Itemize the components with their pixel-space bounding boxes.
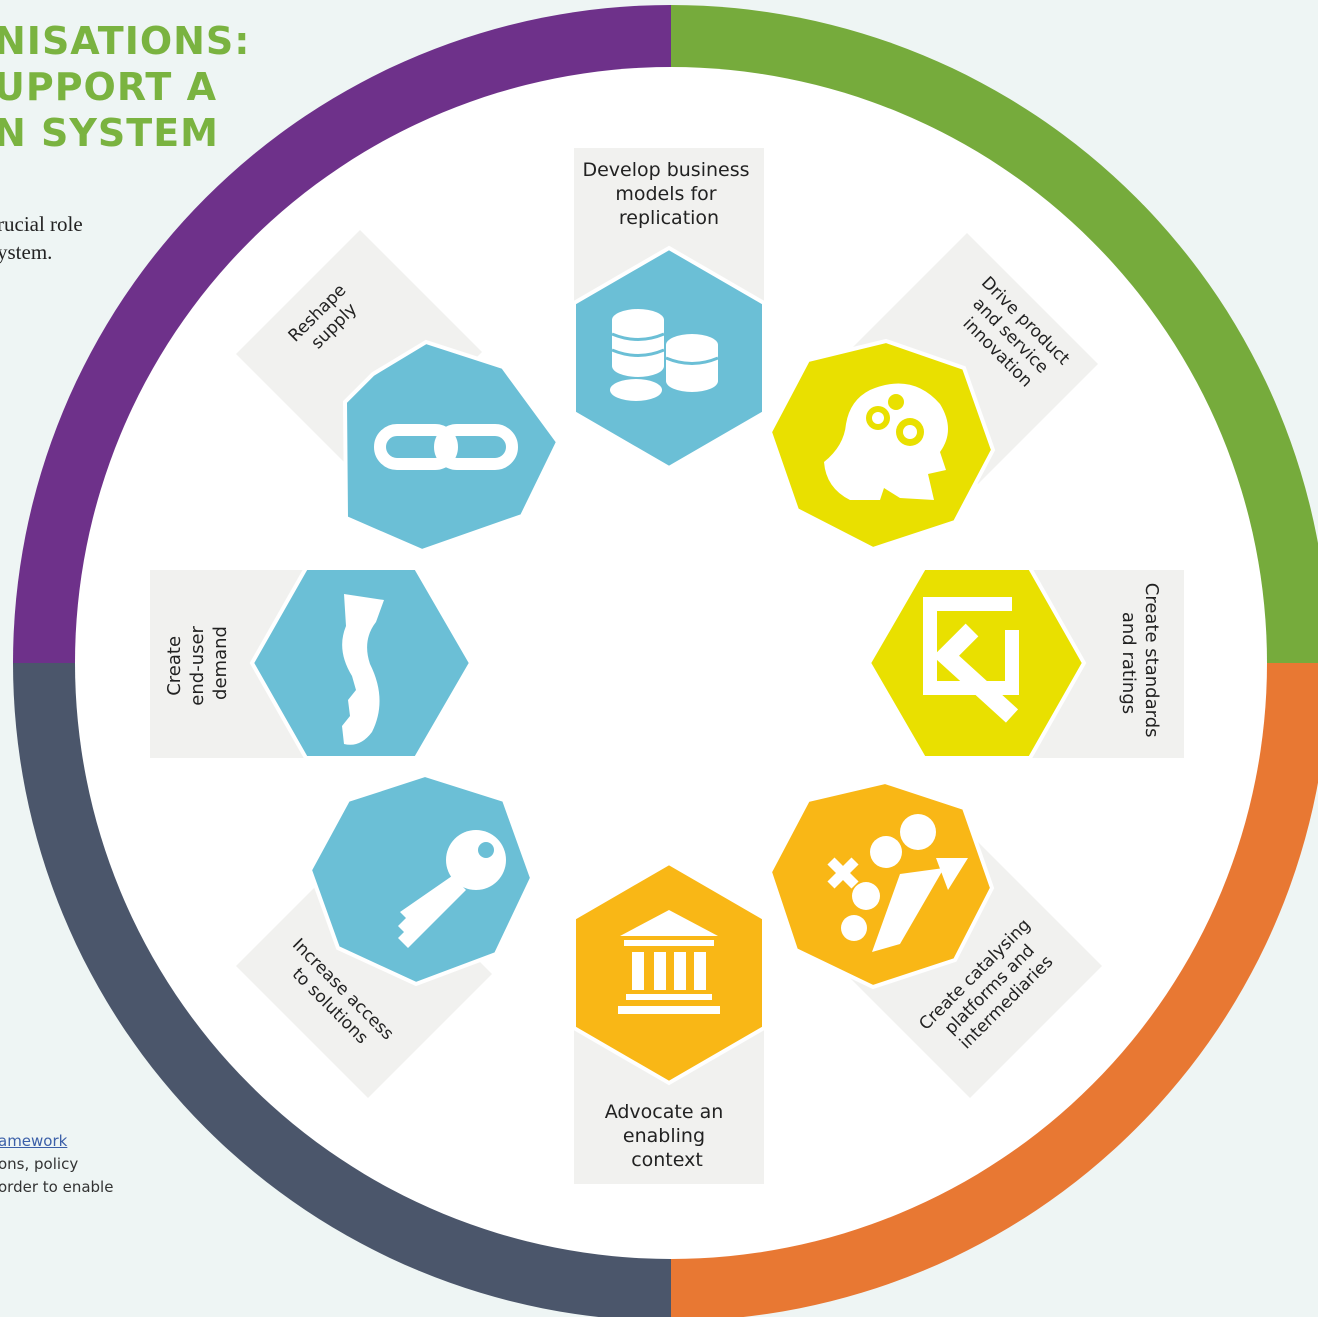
action-create-demand: Create end-user demand: [150, 566, 474, 760]
heading-line: UPPORT A: [0, 65, 217, 109]
people-network-icon: [827, 814, 968, 952]
hexagon: [307, 772, 535, 987]
action-label: Develop business models for replication: [582, 159, 755, 229]
hexagon: [866, 566, 1087, 760]
footnote-line: order to enable: [0, 1178, 114, 1196]
action-increase-access: Increase access to solutions: [236, 772, 535, 1098]
chain-link-icon: [374, 424, 518, 470]
action-advocate-context: Advocate an enabling context: [572, 860, 766, 1184]
label-tab: [236, 842, 492, 1098]
checkmark-frame-icon: [923, 597, 1019, 723]
action-create-platforms: Create catalysing platforms and intermed…: [767, 779, 1102, 1098]
action-develop-business-models: Develop business models for replication: [572, 148, 766, 471]
page-heading: NISATIONS: UPPORT A N SYSTEM: [0, 18, 251, 156]
government-building-icon: [618, 910, 720, 1014]
key-icon: [398, 830, 506, 948]
label-tab: [236, 230, 482, 476]
head-gears-icon: [824, 383, 948, 500]
action-label: Create end-user demand: [164, 620, 231, 705]
intro-line: ystem.: [0, 240, 53, 264]
action-create-standards: Create standards and ratings: [866, 566, 1184, 760]
coins-icon: [610, 309, 719, 401]
footnote: amework ons, policy order to enable: [0, 1130, 113, 1199]
action-drive-innovation: Drive product and service innovation: [767, 233, 1098, 552]
action-reshape-supply: Reshape supply: [236, 230, 561, 554]
hexagon: [767, 779, 995, 990]
intro-text: rucial role ystem.: [0, 210, 83, 266]
action-label: Advocate an enabling context: [605, 1101, 730, 1171]
label-tab: [847, 233, 1098, 484]
framework-link[interactable]: amework: [0, 1132, 68, 1150]
heading-line: N SYSTEM: [0, 111, 219, 155]
hand-icon: [342, 594, 384, 745]
label-tab: [846, 842, 1102, 1098]
footnote-line: ons, policy: [0, 1155, 79, 1173]
action-label: Create standards and ratings: [1118, 583, 1162, 743]
hexagon: [572, 860, 766, 1086]
heading-line: NISATIONS:: [0, 19, 251, 63]
intro-line: rucial role: [0, 212, 83, 236]
